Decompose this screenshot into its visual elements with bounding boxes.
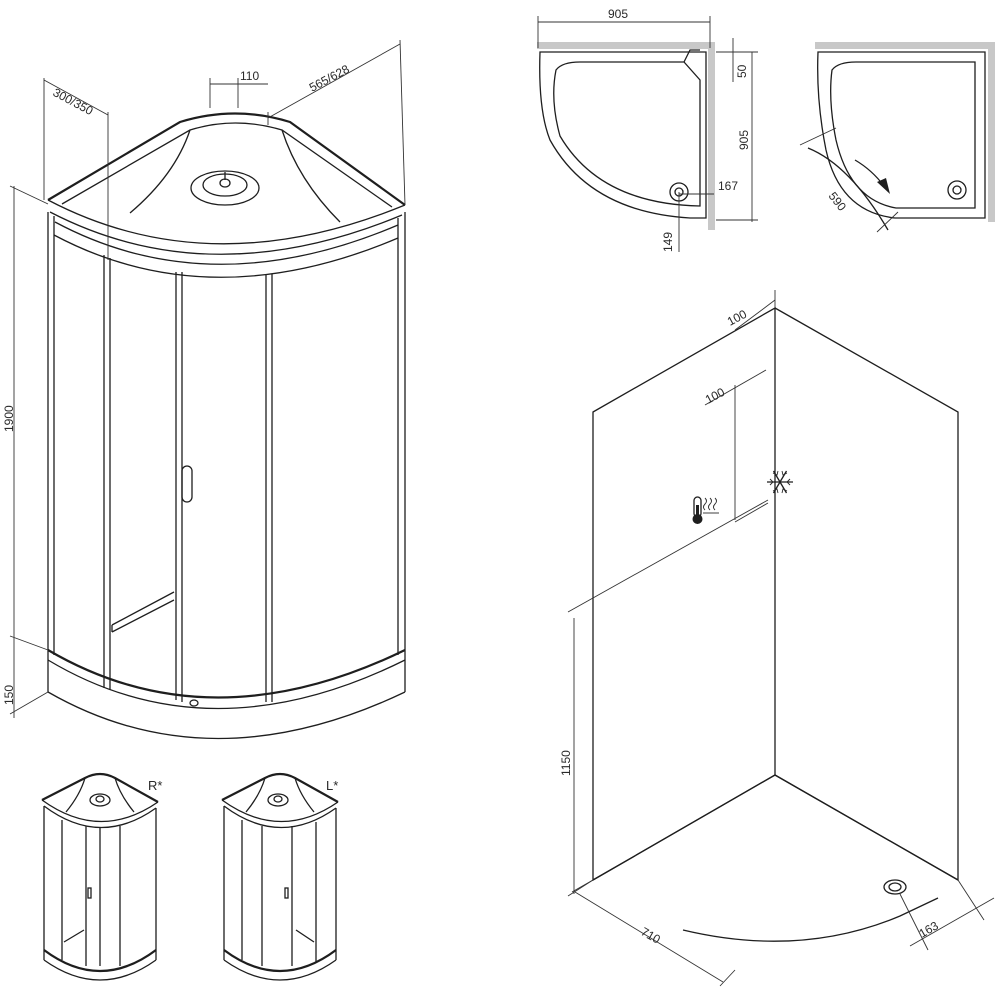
- wall-view: 100 100 1150: [559, 290, 995, 987]
- roof-inner: [61, 122, 393, 208]
- tray-edge-2: [47, 659, 406, 710]
- dim-top-width: 110: [209, 69, 268, 108]
- variant-right: R*: [41, 772, 162, 981]
- roof-light: [190, 170, 260, 206]
- top-view: 905 50 905 167 149: [537, 7, 758, 252]
- variant-right-label: R*: [148, 778, 162, 793]
- dim-depth-905-label: 905: [737, 130, 751, 150]
- dim-wall-offset-label: 300/350: [51, 85, 96, 118]
- front-view: 300/350 110 565/628 1900 150: [2, 39, 406, 740]
- door-view-tray: [817, 51, 986, 219]
- dim-top-offset-1: 100: [725, 290, 776, 331]
- dim-drain-x: 167: [679, 179, 738, 195]
- door-view-side-wall: [988, 42, 995, 222]
- dim-depth-905: 905: [716, 51, 758, 222]
- dim-drain-offset: 163: [899, 879, 995, 951]
- tray-bottom-edge: [47, 691, 406, 740]
- dim-drain-y-label: 149: [661, 232, 675, 252]
- left-wall: [592, 306, 776, 882]
- variant-left-label: L*: [326, 778, 338, 793]
- dim-drain-offset-label: 163: [917, 918, 942, 940]
- top-view-side-wall: [708, 42, 715, 230]
- door-handle: [181, 465, 193, 503]
- dim-top-width-905: 905: [537, 7, 711, 48]
- tray-outline: [539, 51, 707, 219]
- dim-top-offset-2-label: 100: [703, 385, 728, 407]
- floor-front-curve: [682, 897, 939, 942]
- roof-front-edge-3: [54, 221, 399, 265]
- dim-offset-50-label: 50: [735, 64, 749, 78]
- dim-drain-x-label: 167: [718, 179, 738, 193]
- roof-left-curve: [129, 129, 191, 214]
- dim-top-width-905-label: 905: [608, 7, 628, 21]
- panel-left-fixed: [103, 255, 111, 690]
- right-wall: [774, 307, 959, 882]
- tray-sides: [47, 650, 406, 692]
- dim-drain-y: 149: [661, 192, 680, 252]
- variant-left: L*: [221, 772, 339, 981]
- floor-edge: [592, 774, 959, 881]
- roof-front-edge: [47, 199, 406, 245]
- arrow-head: [877, 178, 890, 194]
- dim-tray-height-label: 150: [2, 685, 16, 705]
- dim-top-offset-2: 100: [703, 369, 769, 523]
- roof-outline: [47, 112, 406, 206]
- tray-inner-2: [683, 49, 700, 63]
- dim-mixer-height-label: 1150: [559, 750, 573, 776]
- dim-top-width-label: 110: [240, 69, 259, 83]
- snowflake-icon: [767, 470, 793, 494]
- dim-floor-width: 710: [571, 879, 736, 987]
- interior-seat: [111, 591, 175, 633]
- top-rail: [53, 234, 399, 278]
- top-view-back-wall: [537, 42, 712, 49]
- dim-height: 1900: [2, 185, 49, 651]
- dim-tray-height: 150: [2, 640, 49, 718]
- tray-inner: [553, 61, 701, 207]
- door-stopper: [189, 699, 199, 707]
- dim-height-label: 1900: [2, 405, 16, 432]
- door-view-drain: [947, 180, 967, 200]
- door-view: 590: [799, 42, 995, 233]
- dim-offset-50: 50: [716, 38, 752, 82]
- thermometer-icon: [692, 496, 719, 524]
- roof-right-curve: [281, 129, 341, 223]
- door-right: [265, 274, 273, 702]
- door-left: [175, 272, 183, 702]
- floor-drain: [883, 879, 907, 895]
- door-view-tray-inner: [830, 61, 976, 209]
- tray-top-edge: [47, 649, 406, 699]
- dim-mixer-height: 1150: [559, 499, 769, 897]
- roof-front-edge-2: [49, 211, 403, 255]
- dim-side-depth-label: 565/628: [307, 62, 352, 95]
- door-view-back-wall: [815, 42, 995, 49]
